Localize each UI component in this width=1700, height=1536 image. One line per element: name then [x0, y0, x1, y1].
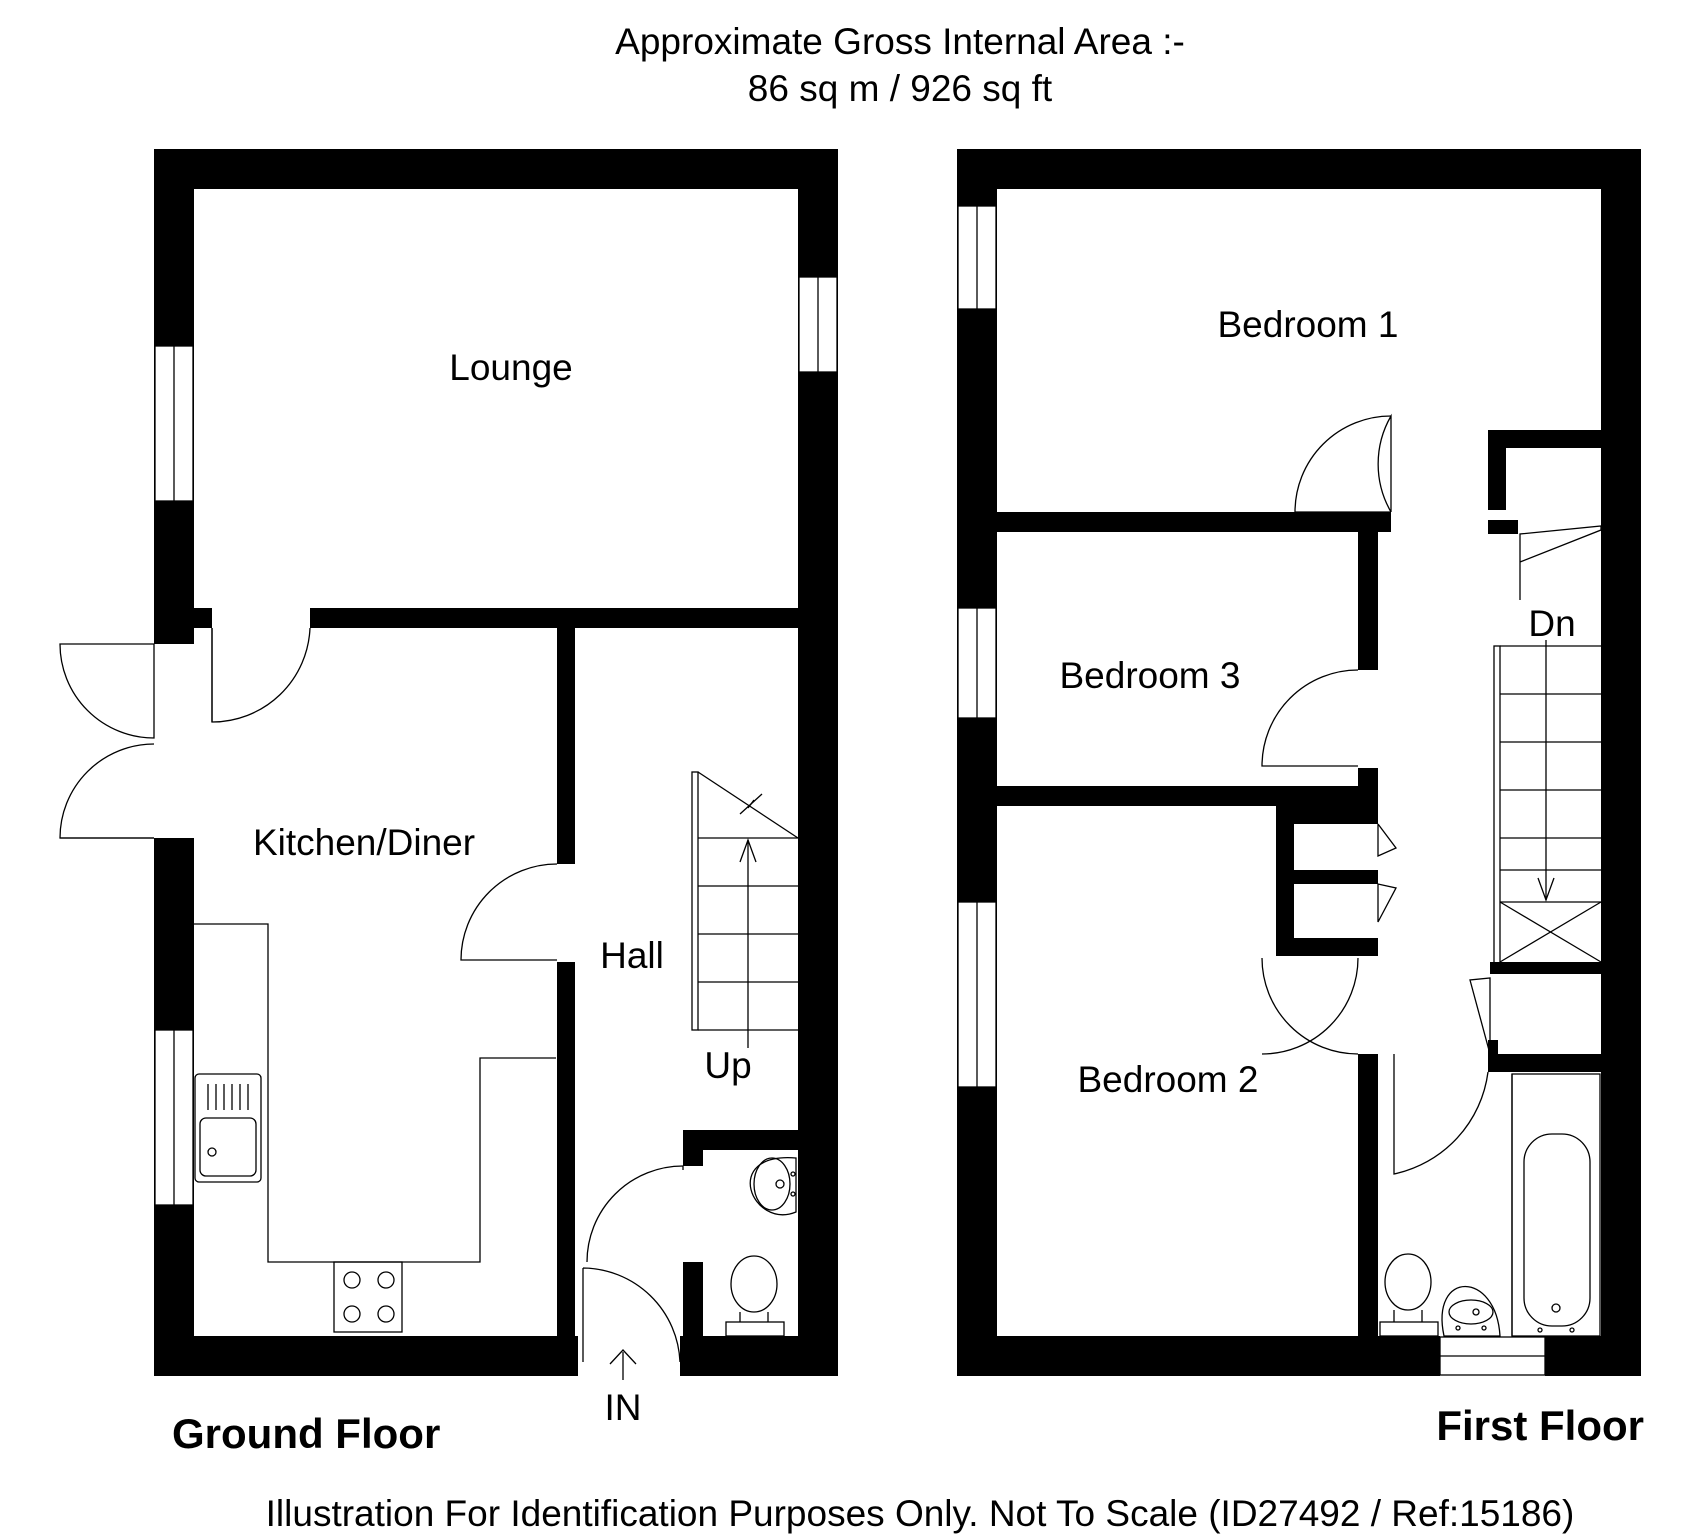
door: [211, 627, 311, 723]
ground-floor-label: Ground Floor: [172, 1410, 440, 1457]
first-floor-label: First Floor: [1436, 1402, 1644, 1449]
wall: [1294, 870, 1378, 884]
cupboard-door: [1377, 883, 1397, 923]
wall: [1276, 806, 1378, 824]
room-lounge: Lounge: [449, 347, 572, 388]
wall: [194, 608, 212, 628]
door: [582, 1267, 681, 1363]
entrance-label: IN: [605, 1387, 642, 1428]
wall: [957, 1336, 1440, 1376]
door: [1393, 1054, 1489, 1175]
wall: [1488, 1040, 1498, 1072]
cupboard-door: [1519, 525, 1602, 600]
disclaimer: Illustration For Identification Purposes…: [266, 1493, 1575, 1534]
wall: [1358, 532, 1378, 670]
basin-icon: [1441, 1286, 1501, 1337]
door: [59, 643, 155, 739]
stairs-up-label: Up: [704, 1045, 751, 1086]
wall: [1358, 1054, 1378, 1336]
room-bedroom-2: Bedroom 2: [1078, 1059, 1259, 1100]
wc-basin-icon: [749, 1157, 797, 1216]
area-value: 86 sq m / 926 sq ft: [748, 68, 1053, 109]
ground-floor-plan: Up IN Lounge Kitchen/Diner Hall: [59, 149, 838, 1428]
entrance-arrow-icon: [609, 1349, 637, 1380]
door: [586, 1165, 684, 1263]
wall: [154, 1336, 578, 1376]
wall: [957, 149, 1641, 189]
wall: [1276, 806, 1294, 956]
door: [1377, 413, 1392, 513]
wall: [683, 1262, 703, 1336]
stairs-down-label: Dn: [1528, 603, 1575, 644]
door: [59, 743, 155, 839]
toilet-icon: [1379, 1253, 1439, 1337]
wall: [997, 786, 1378, 806]
wall: [680, 1336, 838, 1376]
area-title: Approximate Gross Internal Area :-: [615, 21, 1185, 62]
wall: [1358, 768, 1378, 806]
door: [1261, 957, 1359, 1055]
wall: [997, 512, 1391, 532]
bath-icon: [1511, 1073, 1601, 1337]
room-bedroom-3: Bedroom 3: [1060, 655, 1241, 696]
room-bedroom-1: Bedroom 1: [1218, 304, 1399, 345]
door: [460, 863, 558, 961]
room-hall: Hall: [600, 935, 664, 976]
wall: [557, 962, 575, 1358]
wall: [1488, 1054, 1601, 1072]
wall: [957, 149, 997, 1376]
wall: [154, 149, 838, 189]
cupboard-door: [1469, 977, 1491, 1055]
wall: [683, 1130, 798, 1150]
hob-icon: [333, 1261, 403, 1333]
staircase: [1493, 640, 1602, 967]
door: [1294, 415, 1392, 513]
door: [1261, 669, 1359, 767]
toilet-icon: [725, 1255, 785, 1337]
wall: [1545, 1336, 1641, 1376]
wall: [1276, 938, 1378, 956]
first-floor-plan: Dn Bedroom 1 Bedroom 3 Bedroom 2: [957, 149, 1641, 1376]
wall: [1490, 962, 1601, 974]
staircase: [691, 771, 799, 1048]
wall: [683, 1130, 703, 1166]
wall: [1601, 149, 1641, 1376]
wall: [1488, 430, 1506, 510]
sink-icon: [194, 1073, 262, 1183]
wall: [1488, 520, 1518, 534]
wall: [1488, 430, 1601, 448]
room-kitchen-diner: Kitchen/Diner: [253, 822, 475, 863]
wall: [557, 628, 575, 864]
wall: [310, 608, 798, 628]
cupboard-door: [1377, 823, 1398, 858]
